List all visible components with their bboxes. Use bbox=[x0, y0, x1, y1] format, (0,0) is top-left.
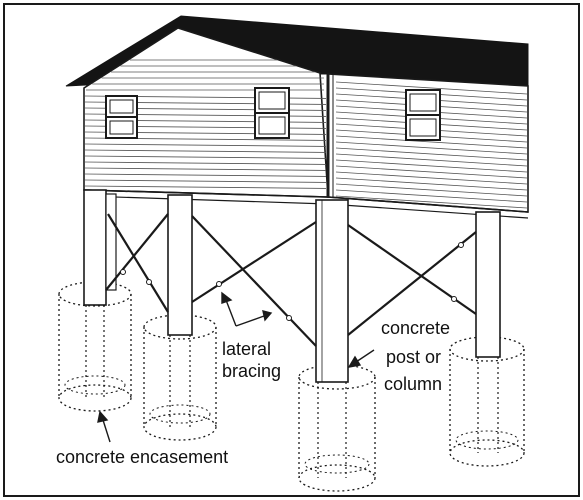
lateral-bracing-arrows bbox=[221, 291, 273, 327]
label-concrete: concrete bbox=[381, 318, 450, 338]
label-post-or: post or bbox=[386, 347, 441, 367]
lateral-bracing bbox=[105, 213, 477, 347]
label-concrete-encasement: concrete encasement bbox=[56, 447, 228, 467]
label-column: column bbox=[384, 374, 442, 394]
encasement-arrow bbox=[97, 410, 111, 443]
gable-wall bbox=[83, 27, 329, 198]
post-arrow bbox=[347, 349, 375, 368]
post-left-middle bbox=[167, 194, 193, 427]
post-center bbox=[315, 199, 349, 478]
window-right bbox=[405, 89, 441, 141]
label-lateral: lateral bbox=[222, 339, 271, 359]
brace-bolts bbox=[120, 242, 464, 321]
window-middle bbox=[254, 87, 290, 139]
post-back-left bbox=[105, 193, 117, 291]
window-left bbox=[105, 95, 138, 139]
encasement-right bbox=[449, 336, 525, 467]
house bbox=[65, 15, 529, 219]
label-bracing: bracing bbox=[222, 361, 281, 381]
post-right bbox=[475, 211, 501, 453]
